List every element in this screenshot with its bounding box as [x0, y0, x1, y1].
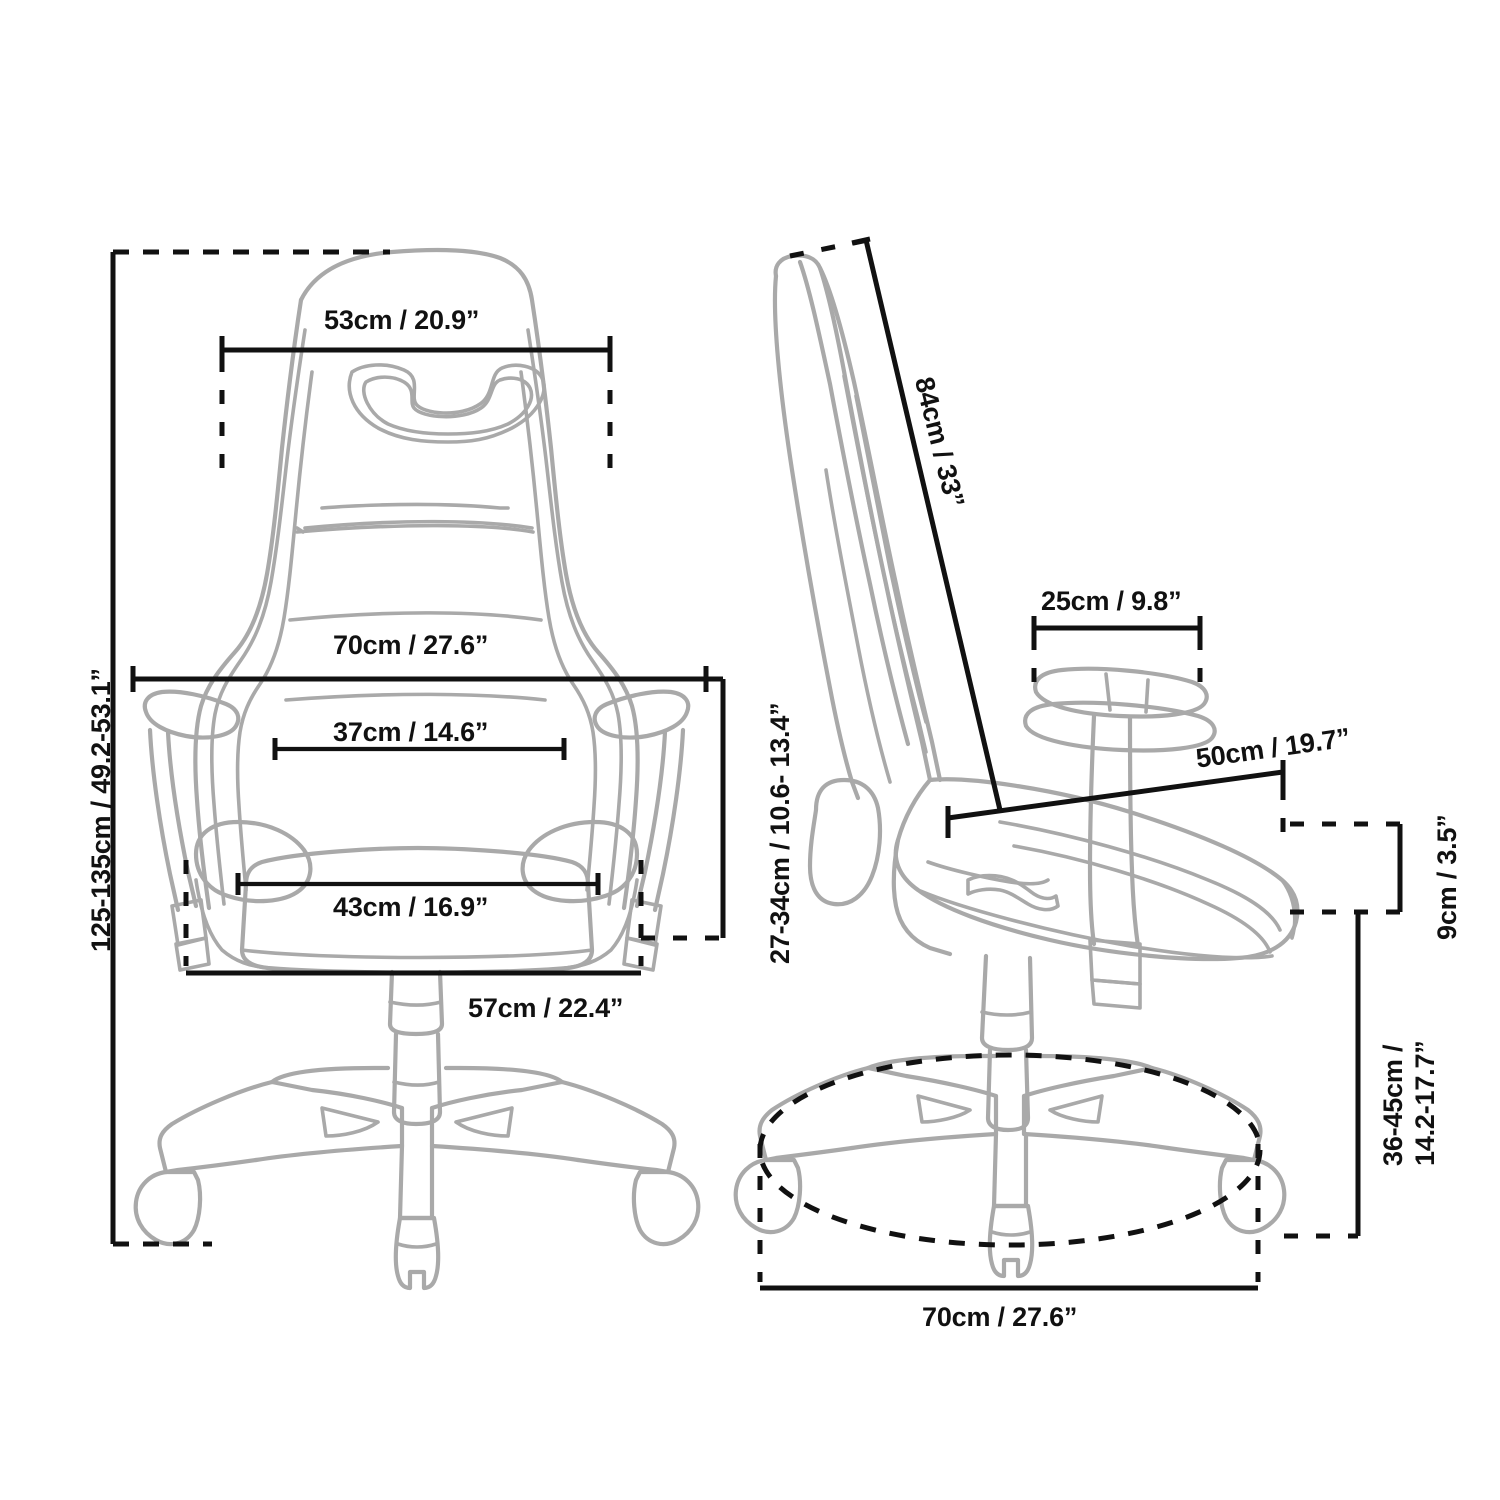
side-backrest-mid-line [797, 259, 911, 747]
front-backrest-panel-left [235, 370, 314, 892]
side-seat-underside [916, 888, 1274, 960]
label-base-diameter: 70cm / 27.6” [922, 1302, 1078, 1332]
front-backrest-seam-mid [295, 523, 535, 534]
side-armrest-post-rear [1127, 715, 1141, 949]
front-caster-right [631, 1169, 701, 1247]
label-total-height: 125-135cm / 49.2-53.1” [86, 668, 116, 952]
front-backrest-bolster-right [526, 328, 623, 906]
dimline-backrest-length [863, 239, 1003, 811]
front-base-star [269, 1065, 391, 1085]
front-armrest-left-foot [174, 936, 211, 972]
label-seat-height-line1: 36-45cm / [1378, 1044, 1408, 1166]
side-seat-rear-pan [891, 837, 953, 957]
front-seat-pan [239, 845, 595, 975]
side-gas-cylinder-lower [985, 1047, 1031, 1133]
front-backrest-seam-bottom [284, 692, 547, 702]
front-backrest-bolster-left [210, 328, 307, 906]
label-armrest-height: 27-34cm / 10.6- 13.4” [765, 702, 795, 964]
label-overall-width: 57cm / 22.4” [468, 993, 624, 1023]
label-backrest-lower-width: 70cm / 27.6” [333, 630, 489, 660]
side-caster-center [987, 1203, 1035, 1279]
front-armrest-right-pad [592, 689, 691, 740]
label-seat-height: 36-45cm / 14.2-17.7” [1378, 1040, 1442, 1166]
front-armrest-right-post-outer [652, 727, 686, 913]
label-backrest-width: 53cm / 20.9” [324, 305, 480, 335]
side-seat-mechanism-plate [926, 860, 1050, 886]
side-base-star-top-right [1023, 1053, 1155, 1071]
side-backrest-seam [854, 394, 928, 724]
front-gas-cylinder-ring1 [388, 1000, 443, 1007]
side-seat-cushion-seam [998, 820, 1282, 932]
tick-backrest-length-top [851, 236, 871, 246]
side-caster-left [733, 1157, 803, 1235]
front-base-left-arm [157, 1079, 275, 1175]
side-base-right-arm [1149, 1065, 1263, 1163]
side-backrest-outer-front [817, 265, 943, 783]
label-armrest-depth: 25cm / 9.8” [1041, 586, 1182, 616]
front-seat-left-wing [194, 878, 270, 970]
side-armrest-connector [1104, 672, 1150, 714]
front-caster-center-ring [396, 1242, 438, 1249]
front-gas-cylinder-lower [391, 1031, 443, 1127]
side-backrest-lumbar-curve [824, 468, 892, 784]
front-base-top-right [443, 1065, 565, 1085]
side-armrest-post-foot [1090, 978, 1142, 1010]
side-seat-cushion-seam2 [1012, 844, 1272, 954]
label-seat-thickness: 9cm / 3.5” [1432, 814, 1462, 940]
front-seat-right-wing [563, 878, 639, 970]
front-base-hub-right [454, 1106, 514, 1138]
dimline-seat-depth [947, 769, 1284, 821]
side-seat-front-lip [1280, 878, 1297, 940]
label-seat-height-line2: 14.2-17.7” [1409, 1040, 1440, 1166]
front-seat-front-edge [240, 948, 594, 960]
front-gas-cylinder-ring2 [392, 1080, 441, 1087]
side-base-left-arm [757, 1065, 871, 1163]
side-armrest-top-pad [1033, 666, 1209, 719]
front-headrest-cushion-inner [362, 375, 534, 436]
front-backrest-panel-right [519, 370, 598, 892]
front-caster-center [393, 1215, 441, 1291]
side-caster-right [1217, 1157, 1287, 1235]
side-base-hub-left [916, 1094, 972, 1124]
front-armrest-left-pad [142, 689, 241, 740]
front-base-hub-left [320, 1106, 380, 1138]
front-seat-bolster-right [520, 819, 640, 904]
front-backrest-outline-left [193, 297, 304, 911]
side-tilt-lever [966, 873, 1060, 912]
side-gas-cylinder-upper [979, 953, 1035, 1053]
label-seat-width: 43cm / 16.9” [333, 892, 489, 922]
front-armrest-right-foot [622, 936, 659, 972]
front-armrest-right-post [634, 729, 668, 909]
front-seat-bolster-left [193, 819, 313, 904]
side-base-hub-right [1048, 1094, 1104, 1124]
side-armrest-lower-pad [1023, 700, 1217, 753]
front-view-chair [133, 247, 701, 1291]
side-armrest-post-front [1087, 713, 1097, 947]
label-backrest-inner-width: 37cm / 14.6” [333, 717, 489, 747]
side-gas-ring-1 [980, 1010, 1033, 1017]
front-gas-cylinder [387, 969, 445, 1037]
side-backrest-front-face [772, 273, 861, 801]
side-lower-back-wing [807, 777, 883, 907]
front-backrest-seam-lower [288, 611, 543, 622]
side-caster-center-ring [990, 1230, 1032, 1237]
front-base-right-arm [559, 1079, 677, 1175]
front-backrest-outline [298, 247, 640, 911]
front-backrest-center-panel [320, 502, 510, 510]
base-swivel-ellipse [757, 1052, 1263, 1248]
front-armrest-left-post-outer [147, 727, 181, 913]
front-headrest-cushion-outer [347, 363, 546, 444]
side-backrest-bolster-line [842, 374, 928, 754]
front-caster-left [133, 1169, 203, 1247]
